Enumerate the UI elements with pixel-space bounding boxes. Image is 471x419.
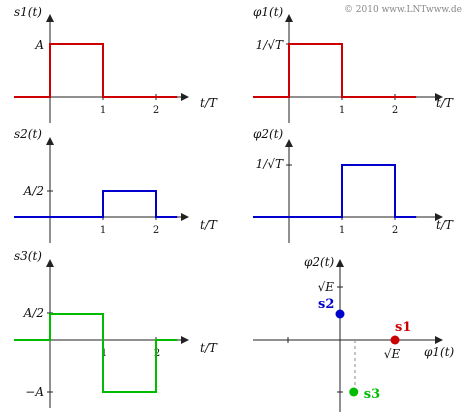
s2-ytick-label: A/2 (23, 184, 44, 198)
panel-phi2: φ2(t) 1/√T 1 2 t/T (253, 127, 454, 243)
s2-waveform (14, 190, 178, 218)
s1-xlabel: t/T (200, 96, 218, 110)
panel-phi1: φ1(t) 1/√T 1 2 t/T (253, 5, 454, 123)
point-s2 (335, 309, 345, 319)
s3-ytick-label-upper: A/2 (23, 306, 44, 320)
panel-s3: s3(t) A/2 −A 1 2 t/T (14, 249, 218, 408)
s2-xlabel: t/T (200, 218, 218, 232)
phi1-xlabel: t/T (436, 96, 454, 110)
phi2-xlabel: t/T (436, 218, 454, 232)
copyright-text: © 2010 www.LNTwww.de (344, 5, 462, 15)
phi2-waveform (253, 164, 417, 218)
point-label-s1: s1 (395, 320, 411, 335)
panel-s1: s1(t) A 1 2 t/T (14, 5, 218, 123)
panel-s2: s2(t) A/2 1 2 t/T (14, 127, 218, 243)
s2-ylabel: s2(t) (14, 127, 42, 141)
phi1-xtick-label-1: 1 (339, 105, 345, 116)
point-s3 (349, 387, 359, 397)
phi1-ytick-label: 1/√T (256, 38, 284, 52)
point-label-s3: s3 (364, 387, 380, 402)
point-s1 (390, 335, 400, 345)
space-ylabel: φ2(t) (304, 255, 335, 269)
space-xtick-label: √E (384, 347, 401, 361)
s1-ylabel: s1(t) (14, 5, 42, 19)
point-label-s2: s2 (318, 297, 334, 312)
panel-signal-space: φ2(t) √E √E φ1(t) s1 s2 s3 (253, 255, 455, 412)
constellation-points: s1 s2 s3 (318, 297, 411, 402)
s1-xtick-label-1: 1 (100, 105, 106, 116)
s2-xtick-label-1: 1 (100, 225, 106, 236)
phi2-ylabel: φ2(t) (253, 127, 284, 141)
phi1-waveform (253, 43, 417, 98)
space-ytick-label: √E (318, 280, 335, 294)
s2-xtick-label-2: 2 (153, 225, 159, 236)
phi2-xtick-label-1: 1 (339, 225, 345, 236)
phi2-xtick-label-2: 2 (392, 225, 398, 236)
space-xlabel: φ1(t) (424, 345, 455, 359)
phi1-xtick-label-2: 2 (392, 105, 398, 116)
s3-ytick-label-lower: −A (25, 385, 44, 399)
s1-waveform (14, 43, 178, 98)
s1-ytick-label: A (34, 38, 44, 52)
s3-waveform (14, 313, 178, 393)
s3-ylabel: s3(t) (14, 249, 42, 263)
phi1-ylabel: φ1(t) (253, 5, 284, 19)
s3-xlabel: t/T (200, 341, 218, 355)
s1-xtick-label-2: 2 (153, 105, 159, 116)
phi2-ytick-label: 1/√T (256, 157, 284, 171)
